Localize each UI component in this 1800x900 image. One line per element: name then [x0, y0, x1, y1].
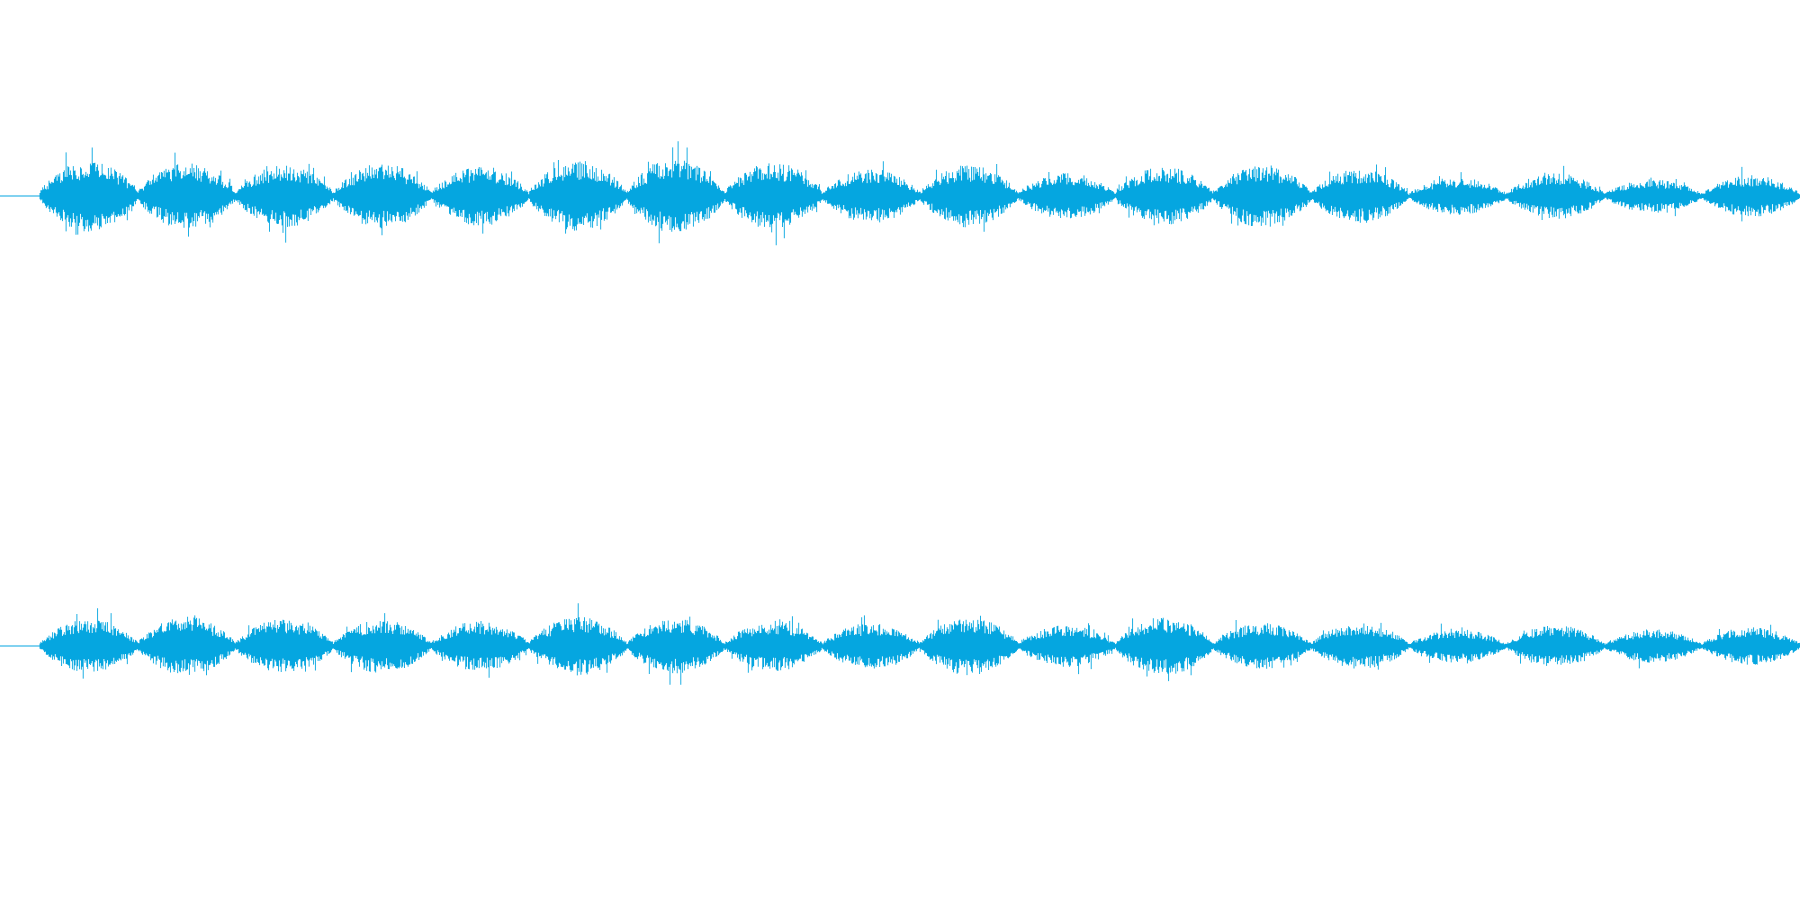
- channel-1-svg: [0, 141, 1800, 246]
- waveform-signal: [39, 603, 1800, 685]
- channel-2-waveform: [0, 576, 1800, 776]
- channel-2-svg: [0, 603, 1800, 685]
- waveform-signal: [39, 141, 1800, 246]
- channel-1-waveform: [0, 126, 1800, 326]
